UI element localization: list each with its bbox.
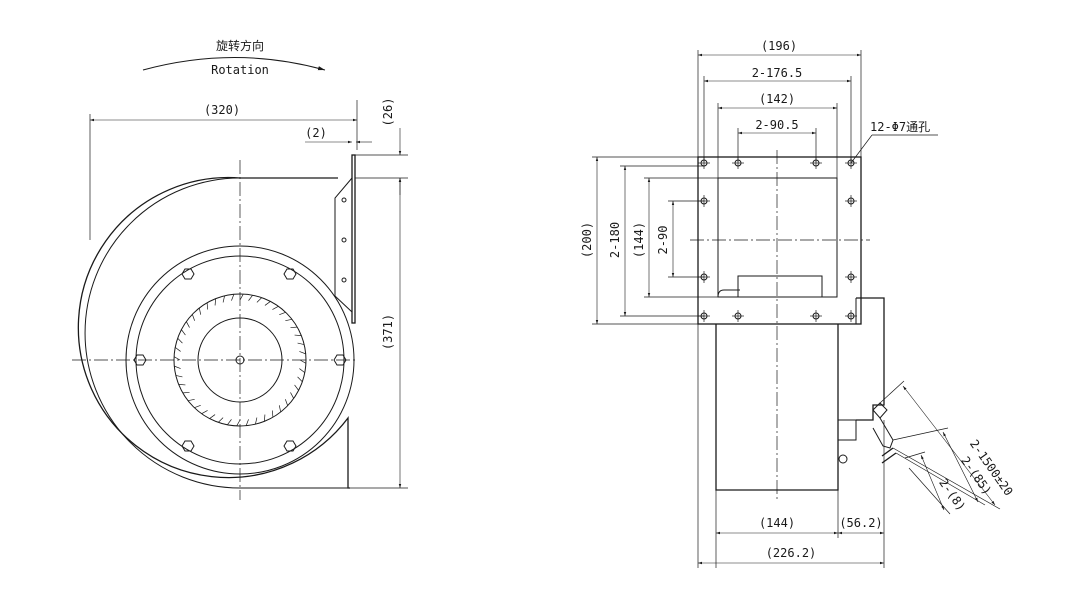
motor-end	[838, 419, 857, 441]
fan-blade	[279, 312, 286, 315]
dim-hole-vert-inner: 2-90	[656, 226, 670, 255]
dim-opening-height: (144)	[632, 222, 646, 258]
cable-bundle	[872, 402, 897, 464]
dim-flange-height: (200)	[580, 222, 594, 258]
fan-blade	[192, 314, 195, 321]
outlet-opening	[717, 177, 838, 298]
fan-blades	[173, 293, 307, 427]
fan-blade	[245, 419, 249, 426]
fan-blade	[186, 321, 190, 328]
fan-blade	[218, 417, 224, 423]
bolt-bottom-left	[181, 440, 195, 452]
fan-blade	[214, 298, 216, 306]
fan-blade	[297, 376, 303, 382]
cable-end: 2-(8)	[936, 476, 968, 514]
fan-blade	[209, 414, 216, 419]
rotation-indicator: 旋转方向 Rotation	[142, 38, 326, 77]
bolt-bottom-right	[283, 440, 297, 452]
fan-blade	[181, 329, 186, 336]
grommet	[838, 454, 848, 464]
fan-blade	[173, 356, 181, 361]
fan-blade	[299, 351, 306, 355]
cutoff-plate	[737, 275, 823, 298]
fan-blade	[201, 410, 208, 414]
fan-blade	[278, 405, 282, 413]
fan-blade	[222, 295, 225, 303]
fan-blade	[256, 297, 262, 303]
bracket-hole-3	[341, 277, 347, 283]
fan-blade	[239, 293, 244, 301]
fan-blade	[299, 368, 305, 373]
fan-blade	[187, 398, 195, 402]
dim-hole-vert-outer: 2-180	[608, 222, 622, 258]
dim-hole-pitch-inner: 2-90.5	[755, 118, 798, 132]
fan-blade	[248, 295, 253, 301]
front-flange	[697, 156, 862, 325]
front-view: (196) 2-176.5 (142) 2-90.5 12-Φ7通孔 (200)…	[580, 39, 1016, 568]
fan-blade	[175, 375, 183, 378]
fan-blade	[255, 417, 258, 425]
cable-dimensions: 2-1500±20 2-(85) 2-(8)	[879, 380, 1016, 515]
mounting-bolts	[133, 268, 347, 452]
fan-blade	[264, 301, 271, 306]
rotation-arrow	[142, 57, 326, 71]
dim-motor-depth: (56.2)	[839, 516, 882, 530]
fan-blade	[264, 414, 266, 422]
bolt-top-left	[181, 268, 195, 280]
scroll-housing	[77, 176, 350, 489]
fan-blade	[290, 392, 294, 399]
fan-blade	[194, 405, 201, 408]
fan-blade	[294, 384, 299, 391]
housing-bottom-line	[84, 177, 350, 489]
fan-blade	[272, 306, 279, 310]
dim-width: (320)	[204, 103, 240, 117]
dim-flange-thickness: (2)	[305, 126, 327, 140]
opening-fillet	[717, 289, 740, 298]
fan-blade	[174, 365, 181, 369]
dim-total-depth: (226.2)	[766, 546, 817, 560]
bolt-top-right	[283, 268, 297, 280]
motor-housing	[856, 297, 885, 421]
dim-height: (371)	[381, 314, 395, 350]
fan-blade	[297, 342, 305, 345]
fan-blade	[231, 294, 235, 301]
fan-blade	[177, 338, 183, 344]
dim-opening: (142)	[759, 92, 795, 106]
dim-body-width: (144)	[759, 516, 795, 530]
bracket-hole-1	[341, 197, 347, 203]
fan-blade	[299, 359, 307, 364]
dim-flange-width: (196)	[761, 39, 797, 53]
fan-blade	[227, 419, 232, 425]
holes-note: 12-Φ7通孔	[870, 120, 930, 134]
side-view: (320) (2) (26) (371)	[72, 98, 408, 500]
rotation-label-cn: 旋转方向	[216, 38, 264, 53]
fan-blade	[236, 419, 241, 427]
bolt-right	[333, 354, 347, 366]
fan-blade	[198, 307, 202, 315]
fan-blade	[294, 334, 302, 336]
flange-bracket	[334, 177, 353, 313]
dim-hole-pitch-outer: 2-176.5	[752, 66, 803, 80]
fan-blade	[285, 399, 288, 406]
fan-blade	[175, 347, 181, 352]
outlet-flange	[351, 154, 356, 324]
fan-blade	[285, 318, 293, 322]
dim-flange-top: (26)	[381, 98, 395, 127]
rotation-label-en: Rotation	[211, 63, 269, 77]
bracket-hole-2	[341, 237, 347, 243]
fan-blade	[178, 384, 186, 386]
